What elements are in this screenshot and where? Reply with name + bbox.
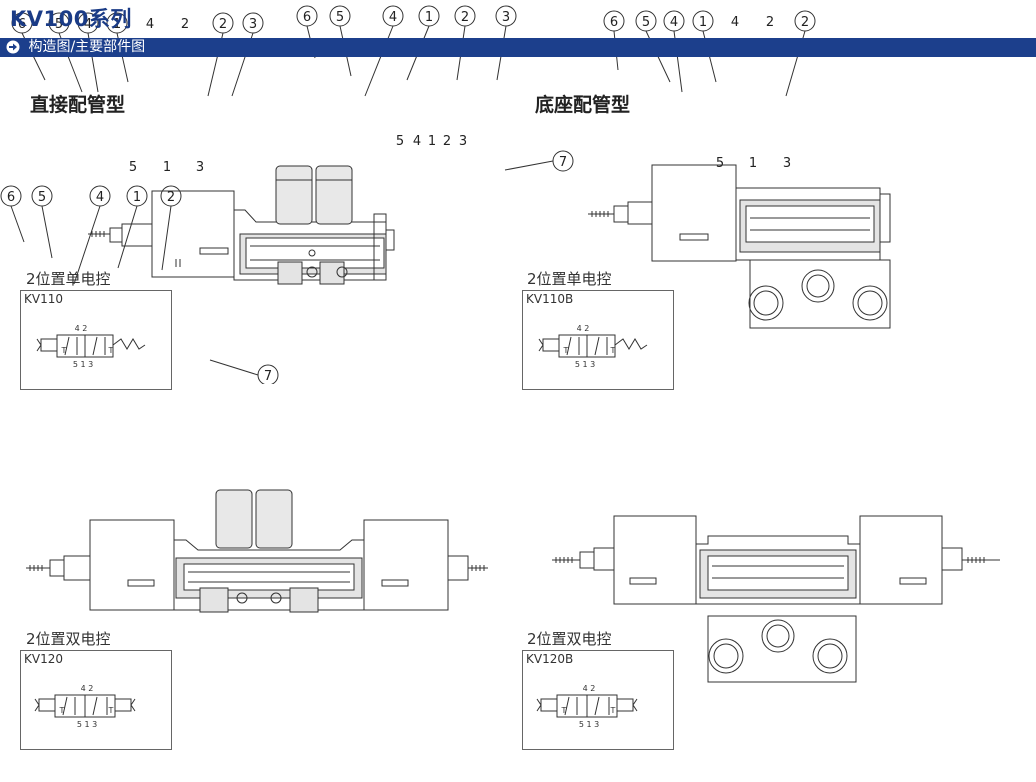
svg-text:1: 1	[699, 15, 707, 30]
caption-kv110b: 2位置单电控	[527, 270, 612, 288]
page-title: KV100系列	[10, 7, 132, 31]
symbol-box-kv110b: KV110B 4 2 5 1 3 T T	[522, 290, 674, 390]
symbol-box-kv110: KV110 4 2 5 1 3 T T	[20, 290, 172, 390]
callouts-single-base: 6 5 4 1 2 3 7 5 4 1 2 3	[296, 5, 574, 172]
svg-text:2: 2	[219, 17, 227, 32]
svg-text:4 2: 4 2	[577, 324, 590, 333]
model-label: KV110	[24, 292, 63, 306]
svg-text:6: 6	[7, 190, 15, 205]
svg-text:T: T	[563, 346, 569, 355]
svg-text:7: 7	[264, 369, 272, 384]
svg-text:4: 4	[670, 15, 678, 30]
model-label: KV120	[24, 652, 63, 666]
svg-text:7: 7	[559, 155, 567, 170]
svg-text:T: T	[61, 346, 67, 355]
svg-text:5 1 3: 5 1 3	[575, 360, 595, 369]
svg-text:5 1 3: 5 1 3	[73, 360, 93, 369]
svg-text:4: 4	[146, 17, 154, 32]
svg-text:5 1 3: 5 1 3	[77, 720, 97, 729]
valve-symbol-single: 4 2 5 1 3 T T	[36, 324, 146, 369]
caption-kv120b: 2位置双电控	[527, 630, 612, 648]
svg-text:5: 5	[642, 15, 650, 30]
svg-text:6: 6	[610, 15, 618, 30]
svg-text:T: T	[561, 706, 567, 715]
svg-text:2: 2	[167, 190, 175, 205]
section-header-bar: 构造图/主要部件图	[0, 38, 1036, 57]
svg-text:4: 4	[731, 15, 739, 30]
valve-symbol-double: 4 2 5 1 3 T T	[536, 684, 638, 729]
direct-piping-heading: 直接配管型	[30, 94, 126, 116]
svg-text:1: 1	[749, 156, 757, 171]
valve-symbol-double: 4 2 5 1 3 T T	[34, 684, 136, 729]
svg-text:4 2: 4 2	[583, 684, 596, 693]
svg-text:3: 3	[196, 160, 204, 175]
caption-kv120: 2位置双电控	[26, 630, 111, 648]
svg-text:5: 5	[336, 10, 344, 25]
svg-text:5 1 3: 5 1 3	[579, 720, 599, 729]
model-label: KV120B	[526, 652, 574, 666]
svg-text:T: T	[610, 706, 616, 715]
section-title: 构造图/主要部件图	[28, 39, 146, 55]
svg-text:2: 2	[443, 134, 451, 149]
valve-symbol-single: 4 2 5 1 3 T T	[538, 324, 648, 369]
callouts-single-direct: 6 5 4 1 4 2 2 3 5 1 3	[11, 12, 264, 175]
svg-text:4 2: 4 2	[75, 324, 88, 333]
svg-text:3: 3	[249, 17, 257, 32]
base-piping-heading: 底座配管型	[535, 94, 631, 116]
svg-text:1: 1	[428, 134, 436, 149]
svg-text:3: 3	[783, 156, 791, 171]
svg-text:1: 1	[425, 10, 433, 25]
svg-text:5: 5	[55, 17, 63, 32]
svg-text:2: 2	[181, 17, 189, 32]
symbol-box-kv120: KV120 4 2 5 1 3 T T	[20, 650, 172, 750]
svg-text:T: T	[59, 706, 65, 715]
svg-text:4: 4	[413, 134, 421, 149]
valve-drawing-double-direct	[26, 489, 488, 613]
valve-drawing-double-base	[552, 515, 1000, 683]
svg-text:2: 2	[461, 10, 469, 25]
svg-text:2: 2	[766, 15, 774, 30]
svg-text:2: 2	[801, 15, 809, 30]
valve-drawing-single-base	[588, 164, 891, 329]
valve-drawing-single-direct	[88, 165, 395, 285]
svg-text:4 2: 4 2	[81, 684, 94, 693]
svg-text:3: 3	[502, 10, 510, 25]
svg-text:1: 1	[133, 190, 141, 205]
svg-text:1: 1	[163, 160, 171, 175]
svg-text:4: 4	[84, 17, 92, 32]
svg-text:T: T	[108, 346, 114, 355]
svg-text:T: T	[610, 346, 616, 355]
caption-kv110: 2位置单电控	[26, 270, 111, 288]
symbol-box-kv120b: KV120B 4 2 5 1 3 T T	[522, 650, 674, 750]
model-label: KV110B	[526, 292, 574, 306]
svg-text:T: T	[108, 706, 114, 715]
arrow-circle-icon	[6, 40, 20, 54]
svg-text:3: 3	[459, 134, 467, 149]
svg-text:5: 5	[716, 156, 724, 171]
svg-text:5: 5	[38, 190, 46, 205]
svg-text:6: 6	[303, 10, 311, 25]
svg-text:6: 6	[18, 17, 26, 32]
svg-text:5: 5	[129, 160, 137, 175]
svg-text:1: 1	[113, 17, 121, 32]
svg-text:4: 4	[96, 190, 104, 205]
svg-text:5: 5	[396, 134, 404, 149]
svg-text:4: 4	[389, 10, 397, 25]
